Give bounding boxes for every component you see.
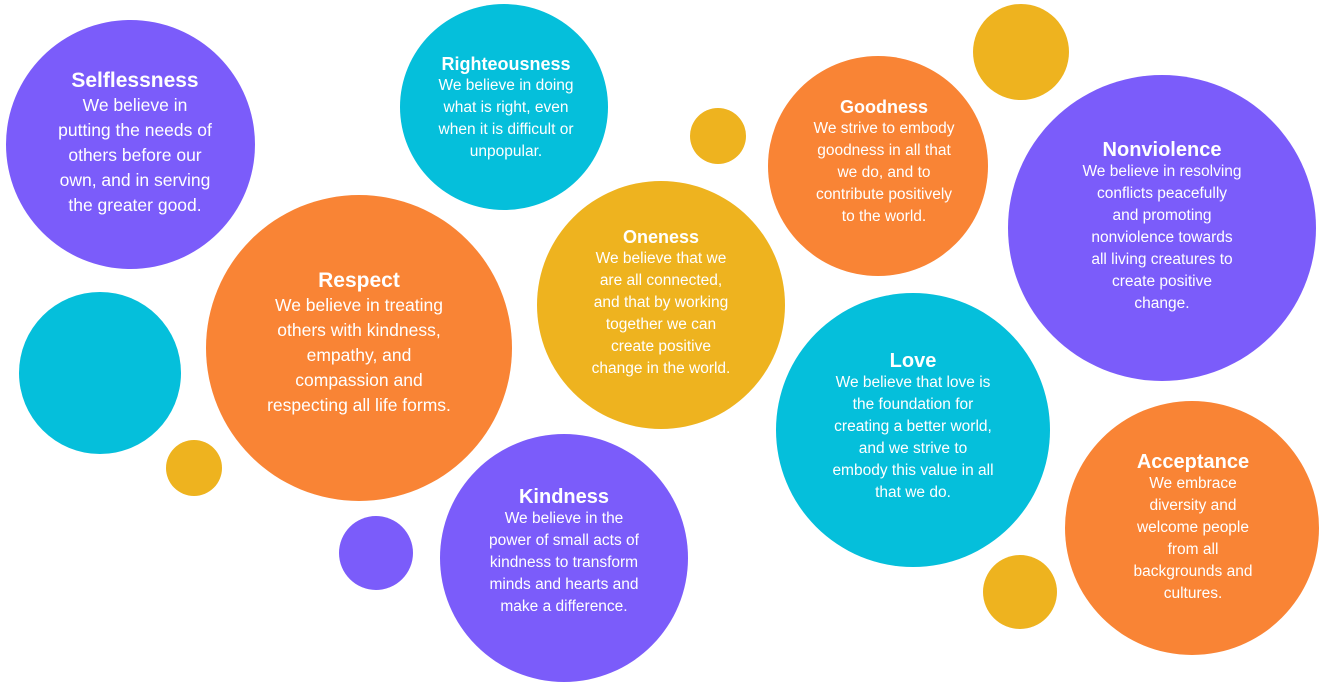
circle-goodness (768, 56, 988, 276)
value-line: diversity and (1149, 497, 1237, 514)
value-oneness: Oneness We believe that we are all conne… (511, 226, 811, 380)
value-line: nonviolence towards (1091, 229, 1233, 246)
value-acceptance: Acceptance We embrace diversity and welc… (1043, 451, 1324, 605)
value-line: respecting all life forms. (267, 395, 451, 415)
decorative-circle (690, 108, 746, 164)
decorative-circle (983, 555, 1057, 629)
value-line: empathy, and (306, 345, 412, 365)
value-line: We believe that we (595, 250, 727, 267)
value-line: We believe in doing (438, 77, 574, 94)
decorative-circle (19, 292, 181, 454)
value-line: together we can (605, 316, 717, 333)
decorative-circle (166, 440, 222, 496)
value-title: Nonviolence (1102, 139, 1222, 161)
value-line: creating a better world, (834, 418, 992, 435)
value-respect: Respect We believe in treating others wi… (209, 268, 509, 418)
value-line: others before our (68, 145, 202, 165)
value-line: the greater good. (68, 195, 202, 215)
value-line: from all (1167, 541, 1219, 558)
decorative-circle (339, 516, 413, 590)
value-line: are all connected, (599, 272, 723, 289)
value-line: make a difference. (500, 598, 628, 615)
value-line: all living creatures to (1091, 251, 1233, 268)
value-line: We embrace (1149, 475, 1237, 492)
value-righteousness: Righteousness We believe in doing what i… (356, 53, 656, 163)
value-line: and that by working (593, 294, 729, 311)
value-line: We believe in (82, 95, 188, 115)
value-line: and promoting (1112, 207, 1212, 224)
value-title: Oneness (622, 227, 700, 247)
value-line: create positive (1112, 273, 1212, 290)
value-line: conflicts peacefully (1096, 185, 1228, 202)
value-line: We believe in resolving (1082, 163, 1242, 180)
circle-righteousness (400, 4, 608, 210)
value-line: create positive (611, 338, 711, 355)
value-title: Acceptance (1136, 451, 1250, 473)
value-line: goodness in all that (817, 142, 951, 159)
value-title: Goodness (839, 97, 928, 117)
value-line: We believe that love is (835, 374, 991, 391)
circle-selflessness (6, 20, 255, 269)
value-line: We believe in treating (275, 295, 443, 315)
value-line: change. (1134, 295, 1190, 312)
value-goodness: Goodness We strive to embody goodness in… (734, 96, 1034, 228)
circle-respect (206, 195, 512, 501)
value-title: Love (889, 350, 937, 372)
value-title: Kindness (518, 486, 610, 508)
value-line: what is right, even (443, 99, 569, 116)
value-line: compassion and (295, 370, 423, 390)
value-nonviolence: Nonviolence We believe in resolving conf… (1012, 139, 1312, 315)
value-title: Respect (318, 269, 400, 292)
value-line: welcome people (1136, 519, 1249, 536)
value-line: power of small acts of (489, 532, 639, 549)
value-title: Selflessness (71, 69, 199, 92)
value-line: and we strive to (858, 440, 968, 457)
value-line: minds and hearts and (489, 576, 639, 593)
decorative-circle (973, 4, 1069, 100)
value-line: change in the world. (591, 360, 731, 377)
value-line: backgrounds and (1133, 563, 1253, 580)
value-line: unpopular. (469, 143, 543, 160)
value-line: to the world. (841, 208, 927, 225)
circle-kindness (440, 434, 688, 682)
value-line: the foundation for (852, 396, 974, 413)
value-line: own, and in serving (59, 170, 211, 190)
value-line: embody this value in all (832, 462, 994, 479)
value-line: when it is difficult or (438, 121, 574, 138)
value-line: kindness to transform (489, 554, 639, 571)
value-kindness: Kindness We believe in the power of smal… (414, 486, 714, 618)
circle-nonviolence (1008, 75, 1316, 381)
value-selflessness: Selflessness We believe in putting the n… (0, 68, 285, 218)
value-line: we do, and to (837, 164, 931, 181)
value-love: Love We believe that love is the foundat… (763, 350, 1063, 504)
value-line: that we do. (875, 484, 951, 501)
value-line: putting the needs of (58, 120, 212, 140)
circle-oneness (537, 181, 785, 429)
circle-love (776, 293, 1050, 567)
value-line: others with kindness, (277, 320, 441, 340)
value-line: cultures. (1163, 585, 1223, 602)
value-line: We strive to embody (813, 120, 955, 137)
value-line: We believe in the (504, 510, 624, 527)
circle-acceptance (1065, 401, 1319, 655)
value-title: Righteousness (441, 54, 571, 74)
value-line: contribute positively (815, 186, 953, 203)
